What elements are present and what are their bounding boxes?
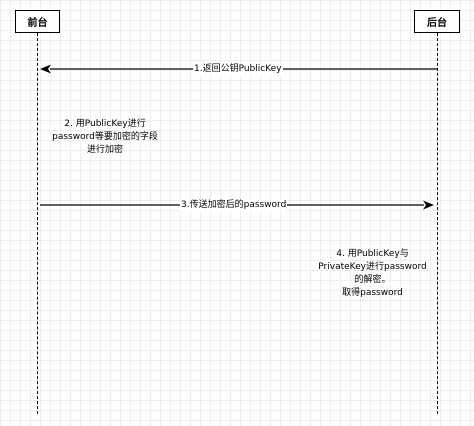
note-step4-line: PrivateKey进行password [318,262,427,272]
frontend-actor-box[interactable]: 前台 [15,10,60,33]
note-step4: 4. 用PublicKey与 PrivateKey进行password 的解密。… [305,248,440,300]
backend-actor-box[interactable]: 后台 [414,10,460,33]
note-step4-line: 4. 用PublicKey与 [336,249,409,259]
message-step1-label: 1.返回公钥PublicKey [193,63,283,75]
frontend-actor-label: 前台 [27,18,48,29]
frontend-lifeline [37,33,38,414]
note-step2-line: password等要加密的字段 [52,132,158,142]
note-step4-line: 取得password [342,288,403,298]
note-step2-line: 2. 用PublicKey进行 [64,119,146,129]
backend-actor-label: 后台 [427,18,447,29]
note-step2: 2. 用PublicKey进行 password等要加密的字段 进行加密 [40,118,170,157]
note-step4-line: 的解密。 [354,275,391,285]
backend-lifeline [437,33,438,414]
message-step3-label: 3.传送加密后的password [180,199,288,211]
note-step2-line: 进行加密 [86,145,123,155]
